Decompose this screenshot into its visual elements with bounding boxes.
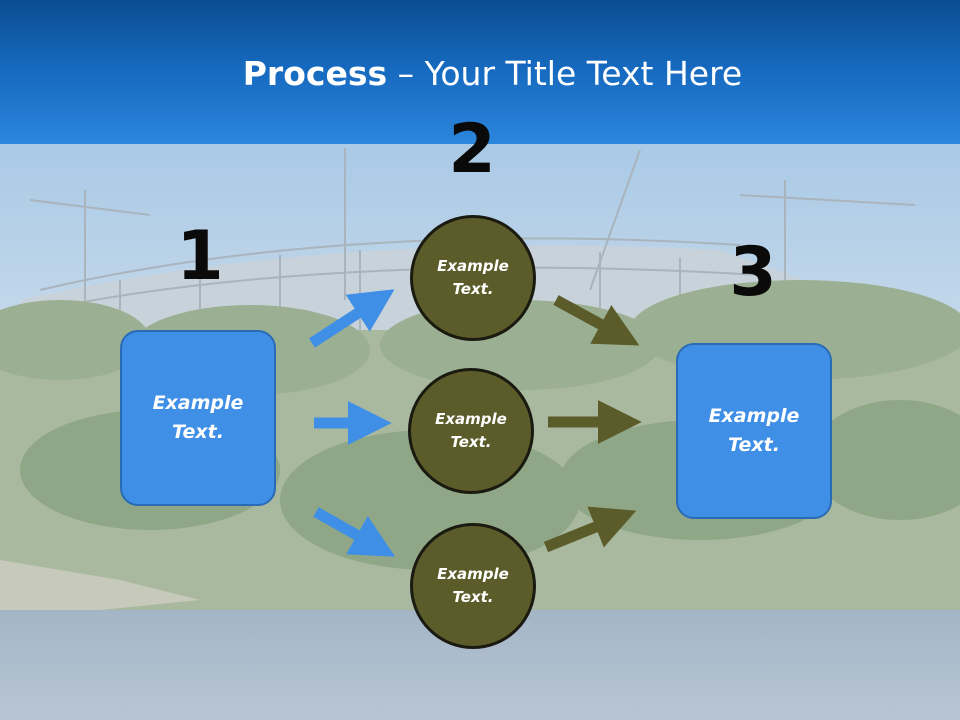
arrow-from-circle-3 — [543, 506, 637, 553]
circle-1: Example Text. — [410, 215, 536, 341]
left-box: Example Text. — [120, 330, 276, 506]
step-number-3: 3 — [729, 233, 777, 312]
circle-2: Example Text. — [408, 368, 534, 494]
left-box-text: Example Text. — [152, 392, 244, 443]
right-box: Example Text. — [676, 343, 832, 519]
circle-1-text: Example Text. — [437, 257, 509, 298]
circle-2-text: Example Text. — [435, 410, 507, 451]
title-bold: Process — [242, 54, 388, 93]
title-bar — [0, 0, 960, 144]
right-box-text: Example Text. — [708, 405, 800, 456]
title-rest: – Your Title Text Here — [387, 54, 743, 93]
arrow-to-circle-3 — [313, 507, 396, 557]
step-number-2: 2 — [448, 110, 496, 189]
step-number-1: 1 — [176, 217, 224, 296]
circle-3-text: Example Text. — [437, 565, 509, 606]
arrow-from-circle-1 — [553, 295, 640, 346]
arrow-to-circle-1 — [308, 289, 395, 348]
slide-title: Process – Your Title Text Here — [0, 52, 960, 96]
circle-3: Example Text. — [410, 523, 536, 649]
